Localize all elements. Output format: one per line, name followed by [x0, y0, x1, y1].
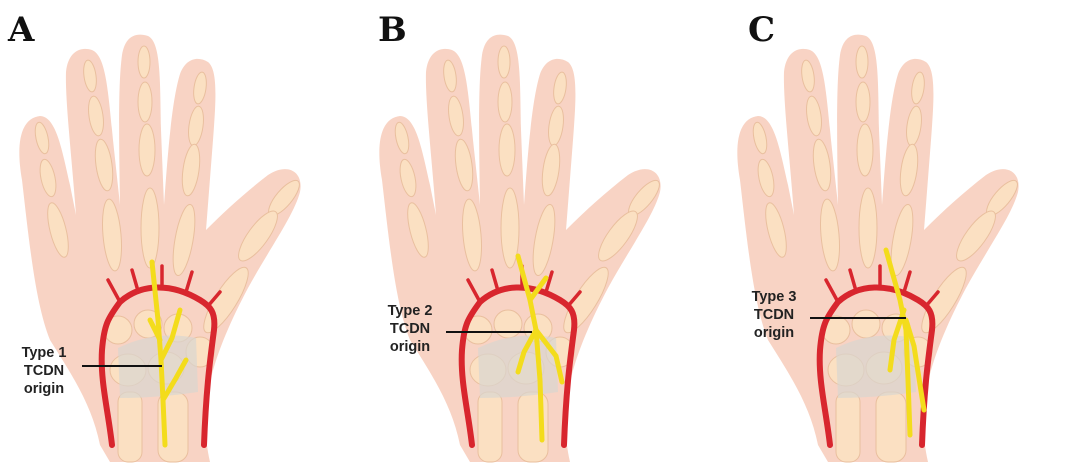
type-label-line: TCDN [14, 362, 74, 380]
type-label-line: origin [380, 338, 440, 356]
leader-line [810, 317, 906, 319]
type-label: Type 2 TCDN origin [380, 302, 440, 356]
hand-illustration-b [360, 0, 718, 472]
panel-a: A Type 1 TCDN origin [0, 0, 358, 472]
type-label: Type 1 TCDN origin [14, 344, 74, 398]
type-label-line: Type 3 [744, 288, 804, 306]
leader-line [82, 365, 162, 367]
type-label-line: origin [14, 380, 74, 398]
type-label-line: TCDN [744, 306, 804, 324]
hand-illustration-c [718, 0, 1076, 472]
type-label: Type 3 TCDN origin [744, 288, 804, 342]
type-label-line: origin [744, 324, 804, 342]
type-label-line: Type 2 [380, 302, 440, 320]
panel-letter: B [378, 10, 407, 50]
panel-letter: A [8, 10, 34, 50]
panel-c: C Type 3 TCDN origin [718, 0, 1076, 472]
panel-b: B Type 2 TCDN origin [360, 0, 718, 472]
leader-line [446, 331, 532, 333]
hand-illustration-a [0, 0, 358, 472]
type-label-line: TCDN [380, 320, 440, 338]
panel-letter: C [748, 10, 775, 50]
type-label-line: Type 1 [14, 344, 74, 362]
